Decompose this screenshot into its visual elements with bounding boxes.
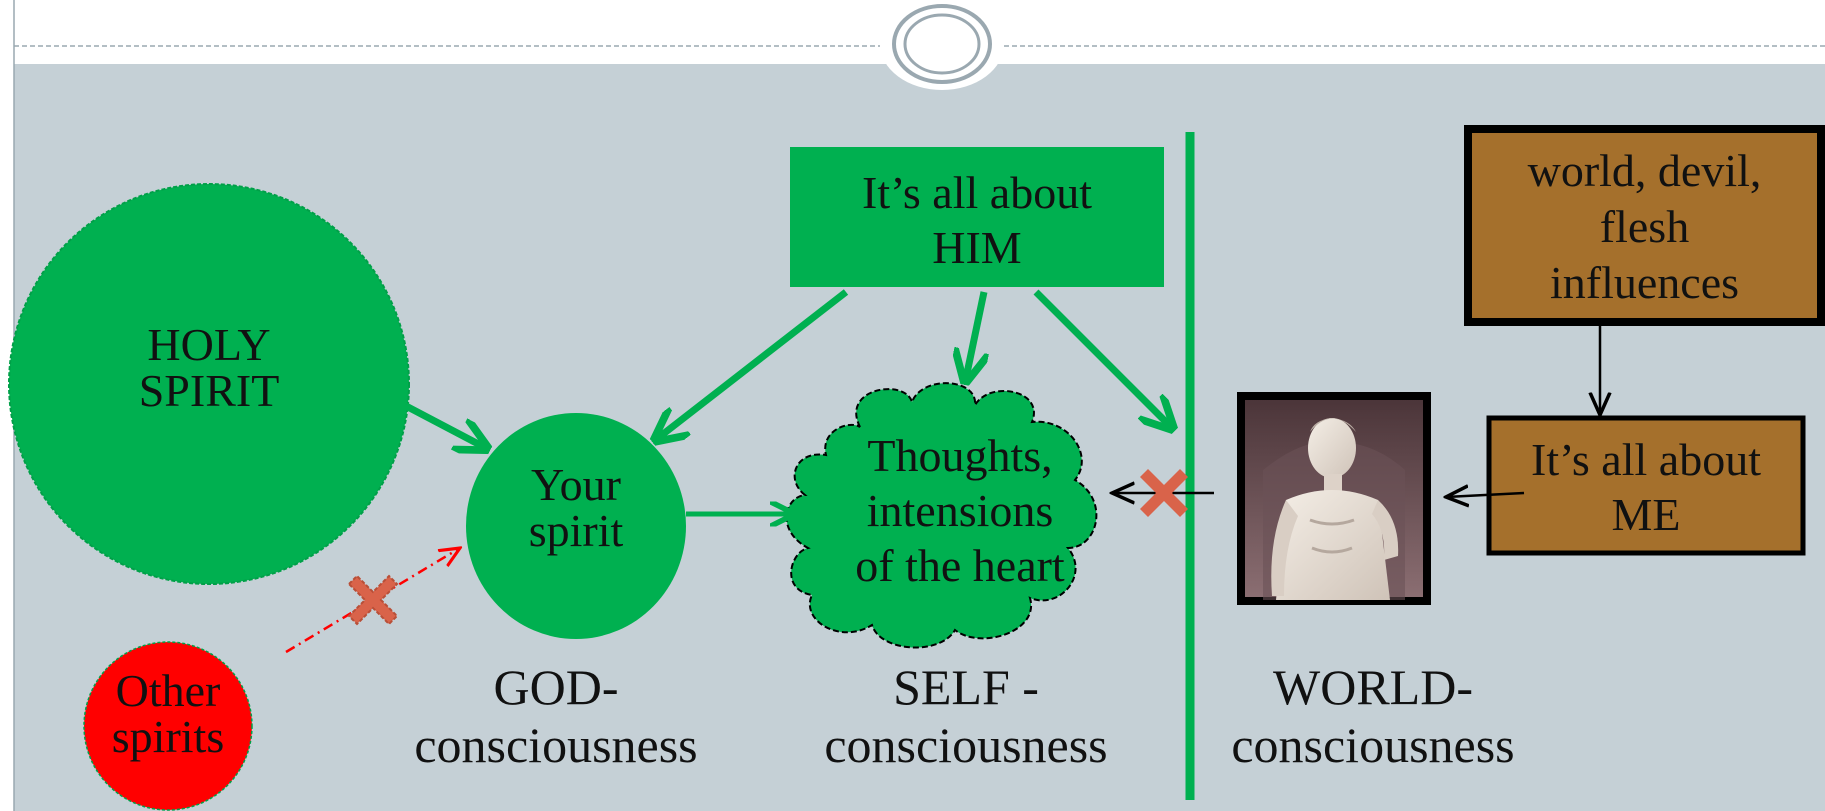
self-caption-line-1: SELF - [893,659,1039,715]
holy-spirit-line-1: HOLY [147,319,271,370]
statue-of-david-image [1237,392,1431,605]
other-spirits-circle [83,641,253,811]
thoughts-label: Thoughts, intensions of the heart [810,428,1110,594]
self-caption-line-2: consciousness [824,717,1108,773]
arrow-him-to-your-spirit [658,289,849,438]
thoughts-line-2: intensions [866,485,1054,537]
influences-line-3: influences [1549,257,1740,309]
x-cross-icon [347,574,399,626]
your-spirit-label: Your spirit [476,462,676,554]
arrow-holy-spirit-to-your-spirit [404,402,484,447]
double-ellipse-ornament-icon [880,0,1004,90]
god-caption-line-2: consciousness [414,717,698,773]
holy-spirit-label: HOLY SPIRIT [59,322,359,414]
x-cross-icon [1140,469,1188,517]
arrow-him-to-divider [1033,289,1170,426]
thoughts-line-3: of the heart [855,540,1065,592]
other-spirits-label: Other spirits [88,668,248,760]
all-about-me-line-1: It’s all about [1531,434,1761,485]
all-about-him-box [790,147,1164,287]
your-spirit-line-2: spirit [528,505,624,556]
all-about-me-box [1486,415,1806,556]
your-spirit-circle [466,413,686,639]
influences-line-2: flesh [1599,201,1690,253]
your-spirit-line-1: Your [531,459,621,510]
god-consciousness-caption: GOD- consciousness [376,658,736,774]
all-about-him-line-1: It’s all about [862,167,1092,218]
world-consciousness-caption: WORLD- consciousness [1193,658,1553,774]
all-about-him-label: It’s all about HIM [790,165,1164,275]
influences-label: world, devil, flesh influences [1468,143,1821,311]
all-about-him-line-2: HIM [932,222,1022,274]
influences-line-1: world, devil, [1527,145,1762,196]
all-about-me-line-2: ME [1611,489,1681,541]
arrow-him-to-thoughts [966,291,984,378]
world-caption-line-1: WORLD- [1273,659,1473,715]
other-spirits-line-1: Other [115,665,221,716]
holy-spirit-circle [8,183,410,585]
arrow-me-to-statue [1446,493,1525,497]
holy-spirit-line-2: SPIRIT [138,365,280,416]
self-consciousness-caption: SELF - consciousness [786,658,1146,774]
god-caption-line-1: GOD- [493,659,619,715]
world-caption-line-2: consciousness [1231,717,1515,773]
other-spirits-line-2: spirits [111,711,225,762]
thoughts-line-1: Thoughts, [867,430,1053,481]
all-about-me-label: It’s all about ME [1489,432,1803,542]
influences-box [1464,125,1825,326]
